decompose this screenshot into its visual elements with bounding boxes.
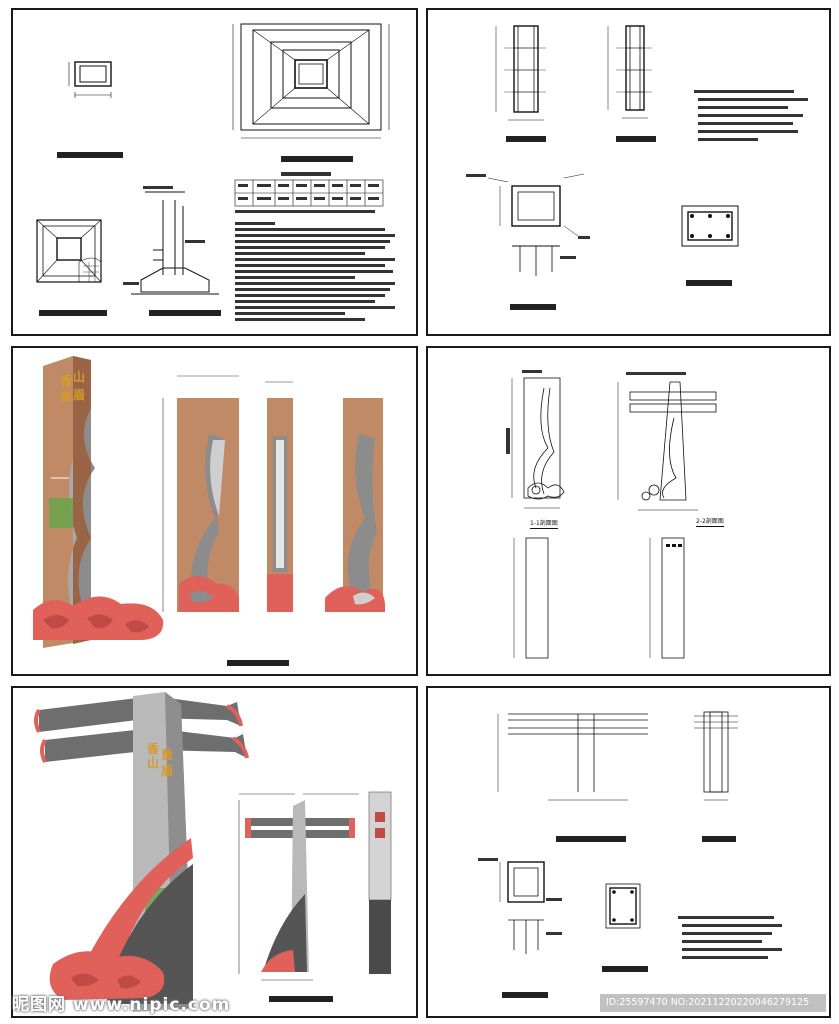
panel-foundation-plans xyxy=(11,8,418,336)
panel-wood-sign-cad: 1-1剖面图 2-2剖面图 xyxy=(426,346,831,676)
wood-sign-drawing xyxy=(33,356,385,666)
panel-direction-sign-render: 香 山 黄 眉 xyxy=(11,686,418,1018)
panel-direction-sign-cad xyxy=(426,686,831,1018)
direction-sign-cad-drawing xyxy=(478,711,782,998)
sign2-title-char-3: 黄 xyxy=(161,748,174,762)
sign2-title-char-2: 山 xyxy=(147,756,160,770)
direction-sign-drawing xyxy=(34,692,392,1012)
sign-title-char-1: 香 xyxy=(60,374,73,388)
sections-drawing xyxy=(466,25,808,310)
foundation-drawing xyxy=(36,23,395,321)
sign-title-char-3: 黄 xyxy=(60,390,73,404)
watermark-id: ID:25597470 NO:20211220220046279125 xyxy=(600,994,826,1012)
sign-title-char-2: 山 xyxy=(73,370,86,384)
wood-sign-cad-drawing xyxy=(506,370,717,659)
caption-section-2-2: 2-2剖面图 xyxy=(696,518,724,527)
panel-sections-rebar xyxy=(426,8,831,336)
sign-title-char-4: 眉 xyxy=(73,388,86,402)
caption-section-1-1: 1-1剖面图 xyxy=(530,520,558,529)
sign2-title-char-4: 眉 xyxy=(161,764,174,778)
sign2-title-char-1: 香 xyxy=(147,742,160,756)
panel-wood-sign-render: 香 山 黄 眉 xyxy=(11,346,418,676)
watermark-nipic: 昵图网 www.nipic.com xyxy=(12,995,231,1015)
